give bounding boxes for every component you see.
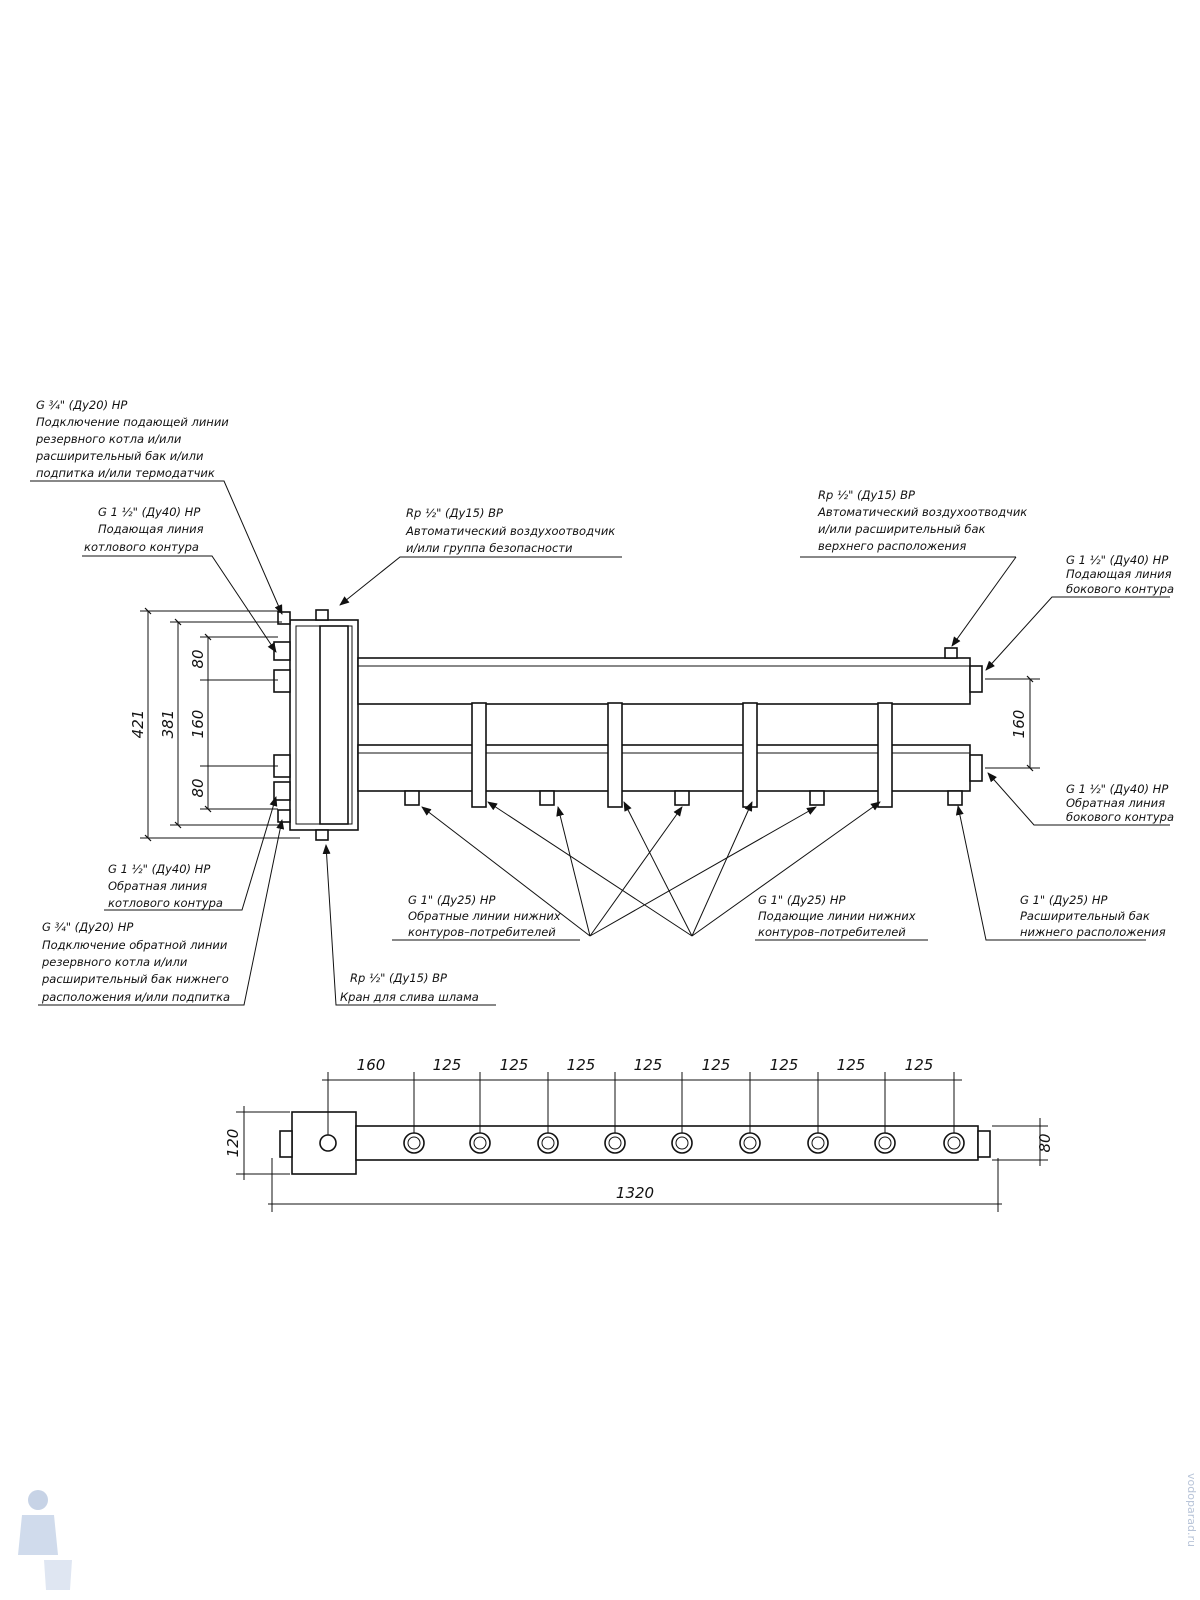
svg-text:G ¾" (Ду20) НР: G ¾" (Ду20) НР bbox=[36, 398, 127, 412]
dim-top-4: 125 bbox=[634, 1056, 663, 1074]
dim-120: 120 bbox=[224, 1129, 242, 1158]
reserve-supply-nozzle bbox=[277, 611, 291, 625]
svg-text:Rp ½" (Ду15) ВР: Rp ½" (Ду15) ВР bbox=[350, 971, 447, 985]
svg-text:котлового контура: котлового контура bbox=[84, 540, 199, 554]
vodoparad-logo bbox=[18, 1490, 72, 1590]
svg-text:контуров–потребителей: контуров–потребителей bbox=[408, 925, 556, 939]
svg-text:G 1" (Ду25) НР: G 1" (Ду25) НР bbox=[1020, 893, 1108, 907]
dim-top-2: 125 bbox=[500, 1056, 529, 1074]
dim-1320-group: 1320 bbox=[268, 1158, 1002, 1212]
dim-421: 421 bbox=[129, 710, 147, 739]
right-dimension: 160 bbox=[985, 675, 1040, 772]
dim-80-bottom: 80 bbox=[189, 778, 207, 797]
sludge-drain-nozzle bbox=[315, 829, 329, 841]
front-view: 421 381 80 160 80 160 bbox=[30, 398, 1174, 1006]
svg-text:G 1" (Ду25) НР: G 1" (Ду25) НР bbox=[408, 893, 496, 907]
side-supply-nozzle bbox=[969, 665, 983, 693]
svg-text:контуров–потребителей: контуров–потребителей bbox=[758, 925, 906, 939]
svg-text:бокового контура: бокового контура bbox=[1066, 582, 1174, 596]
svg-text:подпитка и/или термодатчик: подпитка и/или термодатчик bbox=[36, 466, 215, 480]
dim-80-right-group: 80 bbox=[992, 1118, 1054, 1166]
dim-top-8: 125 bbox=[905, 1056, 934, 1074]
svg-text:резервного котла и/или: резервного котла и/или bbox=[35, 432, 182, 446]
svg-text:Подключение обратной линии: Подключение обратной линии bbox=[42, 938, 228, 952]
svg-text:нижнего расположения: нижнего расположения bbox=[1020, 925, 1166, 939]
callout-reserve-supply: G ¾" (Ду20) НР Подключение подающей лини… bbox=[35, 398, 229, 480]
callout-boiler-return: G 1 ½" (Ду40) НР Обратная линия котловог… bbox=[108, 862, 223, 910]
svg-text:и/или группа безопасности: и/или группа безопасности bbox=[406, 541, 573, 555]
left-dimensions: 421 381 80 160 80 bbox=[129, 607, 300, 842]
svg-text:Rp ½" (Ду15) ВР: Rp ½" (Ду15) ВР bbox=[818, 488, 915, 502]
svg-text:расширительный бак нижнего: расширительный бак нижнего bbox=[41, 972, 229, 986]
dim-top-1: 125 bbox=[433, 1056, 462, 1074]
supply-risers bbox=[471, 702, 893, 808]
svg-text:Подающие линии нижних: Подающие линии нижних bbox=[758, 909, 916, 923]
callout-sludge-drain: Rp ½" (Ду15) ВР Кран для слива шлама bbox=[340, 971, 479, 1004]
right-fitting-top bbox=[977, 1130, 991, 1158]
boiler-return-nozzle-2 bbox=[273, 781, 291, 801]
watermark-text: vodoparad.ru bbox=[1185, 1473, 1198, 1547]
svg-text:резервного котла и/или: резервного котла и/или bbox=[41, 955, 188, 969]
svg-text:Обратная линия: Обратная линия bbox=[108, 879, 207, 893]
top-air-vent-nozzle bbox=[315, 609, 329, 621]
svg-text:Подключение подающей линии: Подключение подающей линии bbox=[36, 415, 229, 429]
dim-80-right: 80 bbox=[1036, 1133, 1054, 1152]
dim-top-0: 160 bbox=[357, 1056, 386, 1074]
dim-top-3: 125 bbox=[567, 1056, 596, 1074]
top-dimensions: 160 125 125 125 125 125 125 125 125 bbox=[322, 1056, 962, 1135]
svg-text:расширительный бак и/или: расширительный бак и/или bbox=[35, 449, 204, 463]
svg-text:G 1 ½" (Ду40) НР: G 1 ½" (Ду40) НР bbox=[98, 505, 200, 519]
top-view: 160 125 125 125 125 125 125 125 125 120 … bbox=[224, 1056, 1054, 1212]
supply-pipe bbox=[357, 657, 971, 705]
callout-reserve-return: G ¾" (Ду20) НР Подключение обратной лини… bbox=[41, 920, 230, 1004]
left-fitting-top bbox=[279, 1130, 293, 1158]
dim-160: 160 bbox=[189, 710, 207, 739]
dim-top-7: 125 bbox=[837, 1056, 866, 1074]
callout-lower-supply-lines: G 1" (Ду25) НР Подающие линии нижних кон… bbox=[758, 893, 916, 939]
svg-text:бокового контура: бокового контура bbox=[1066, 810, 1174, 824]
svg-text:G 1 ½" (Ду40) НР: G 1 ½" (Ду40) НР bbox=[108, 862, 210, 876]
svg-text:Подающая линия: Подающая линия bbox=[98, 522, 204, 536]
callout-boiler-supply: G 1 ½" (Ду40) НР Подающая линия котловог… bbox=[84, 505, 204, 554]
return-nozzles bbox=[404, 790, 825, 806]
callout-side-return: G 1 ½" (Ду40) НР Обратная линия бокового… bbox=[1066, 782, 1174, 824]
right-air-vent-nozzle bbox=[944, 647, 958, 659]
svg-text:Подающая линия: Подающая линия bbox=[1066, 567, 1172, 581]
dim-top-6: 125 bbox=[770, 1056, 799, 1074]
dim-160-right: 160 bbox=[1010, 710, 1028, 739]
dim-top-5: 125 bbox=[702, 1056, 731, 1074]
svg-text:Автоматический воздухоотводчик: Автоматический воздухоотводчик bbox=[817, 505, 1027, 519]
svg-text:расположения и/или подпитка: расположения и/или подпитка bbox=[41, 990, 230, 1004]
svg-text:Расширительный бак: Расширительный бак bbox=[1020, 909, 1150, 923]
svg-text:G 1 ½" (Ду40) НР: G 1 ½" (Ду40) НР bbox=[1066, 553, 1168, 567]
callout-air-vent-left: Rp ½" (Ду15) ВР Автоматический воздухоот… bbox=[405, 506, 615, 555]
leaders bbox=[30, 480, 1170, 1006]
bottom-expansion-nozzle bbox=[947, 790, 963, 806]
svg-text:котлового контура: котлового контура bbox=[108, 896, 223, 910]
callout-bottom-expansion: G 1" (Ду25) НР Расширительный бак нижнег… bbox=[1020, 893, 1166, 939]
dim-120-group: 120 bbox=[224, 1106, 290, 1180]
svg-text:Автоматический воздухоотводчик: Автоматический воздухоотводчик bbox=[405, 524, 615, 538]
callout-side-supply: G 1 ½" (Ду40) НР Подающая линия бокового… bbox=[1066, 553, 1174, 596]
separator-tube bbox=[319, 625, 349, 825]
reserve-return-nozzle bbox=[277, 809, 291, 823]
boiler-supply-nozzle bbox=[273, 641, 291, 661]
dim-80-top: 80 bbox=[189, 649, 207, 668]
svg-text:верхнего расположения: верхнего расположения bbox=[818, 539, 966, 553]
boiler-supply-nozzle-2 bbox=[273, 669, 291, 693]
svg-text:G 1 ½" (Ду40) НР: G 1 ½" (Ду40) НР bbox=[1066, 782, 1168, 796]
svg-text:Обратная линия: Обратная линия bbox=[1066, 796, 1165, 810]
svg-text:Обратные линии нижних: Обратные линии нижних bbox=[408, 909, 561, 923]
svg-text:G ¾" (Ду20) НР: G ¾" (Ду20) НР bbox=[42, 920, 133, 934]
svg-text:G 1" (Ду25) НР: G 1" (Ду25) НР bbox=[758, 893, 846, 907]
side-return-nozzle bbox=[969, 754, 983, 782]
svg-text:Rp ½" (Ду15) ВР: Rp ½" (Ду15) ВР bbox=[406, 506, 503, 520]
callout-air-vent-right: Rp ½" (Ду15) ВР Автоматический воздухоот… bbox=[817, 488, 1027, 553]
dim-381: 381 bbox=[159, 710, 177, 739]
dim-1320: 1320 bbox=[616, 1184, 654, 1202]
callout-lower-return-lines: G 1" (Ду25) НР Обратные линии нижних кон… bbox=[408, 893, 561, 939]
svg-text:и/или расширительный бак: и/или расширительный бак bbox=[818, 522, 986, 536]
svg-text:Кран для слива шлама: Кран для слива шлама bbox=[340, 990, 479, 1004]
